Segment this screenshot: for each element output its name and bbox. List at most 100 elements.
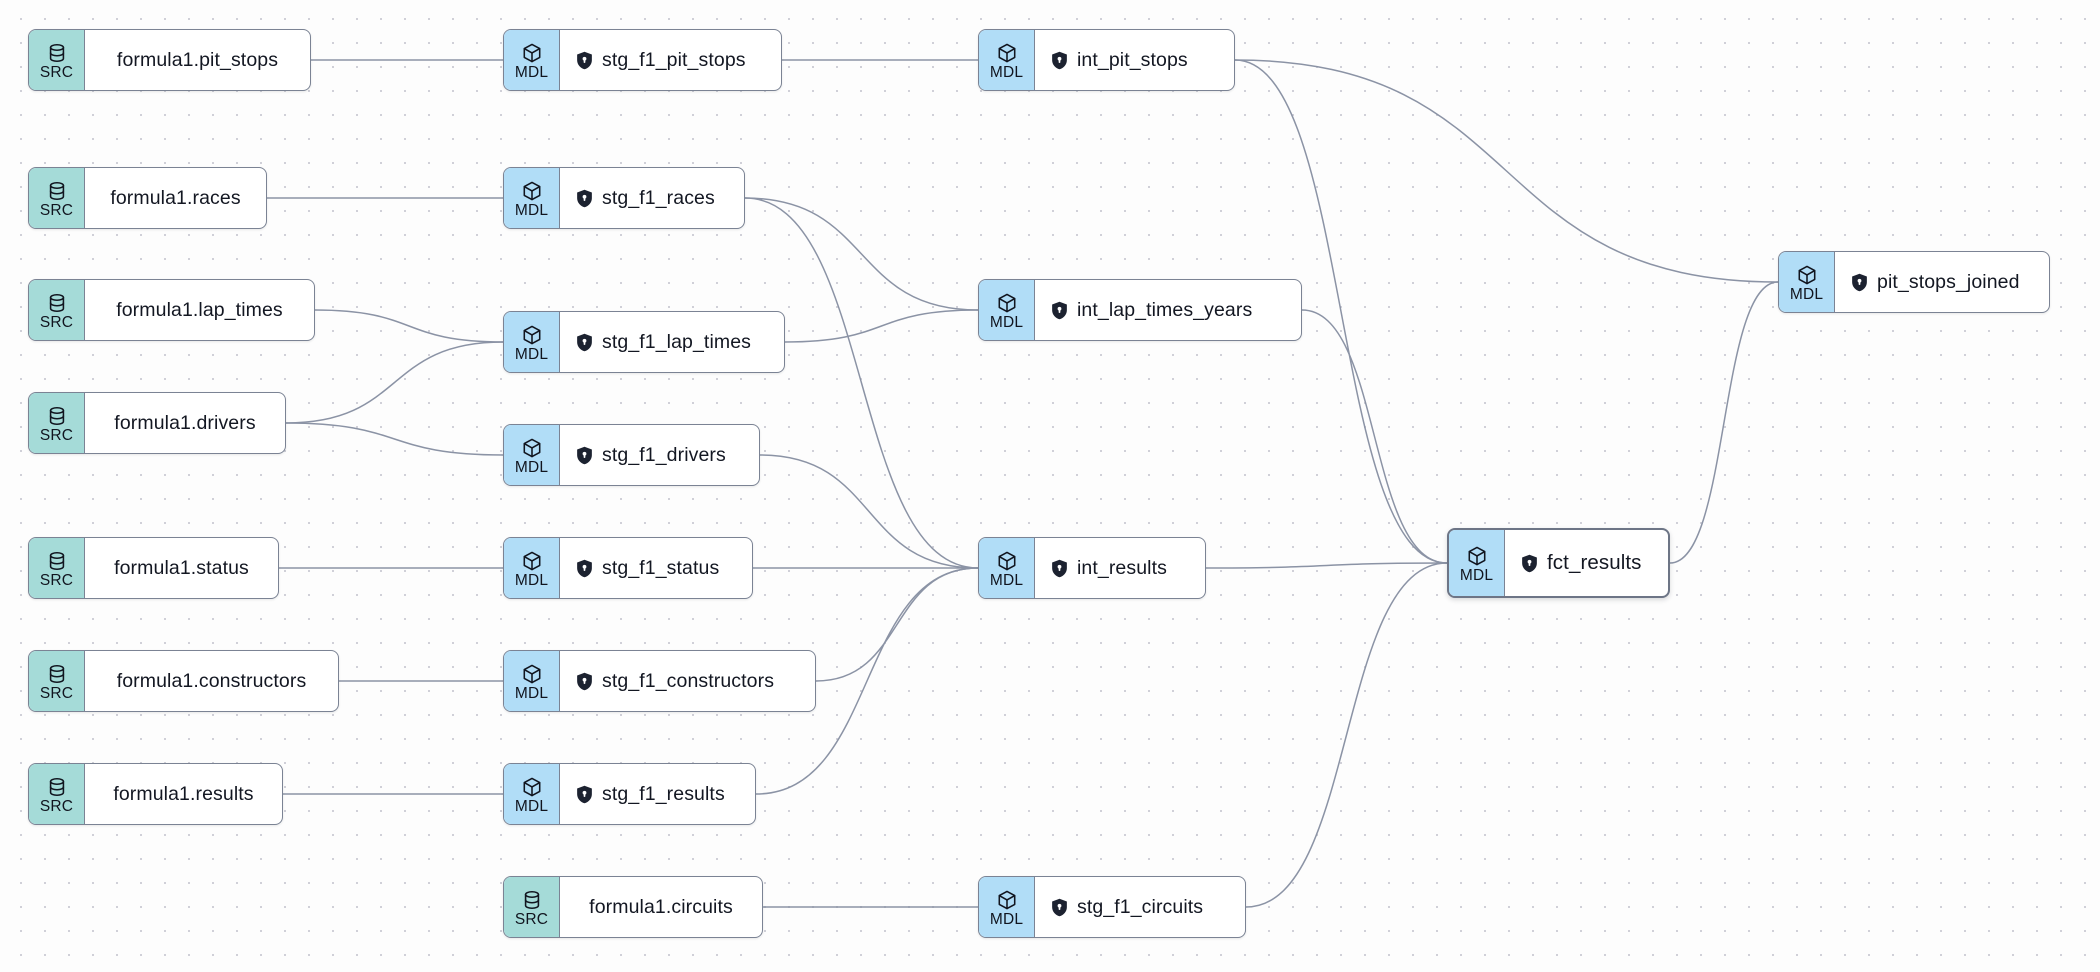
shield-lock-icon <box>576 559 593 578</box>
node-badge-model: MDL <box>504 30 560 90</box>
node-label: stg_f1_results <box>602 782 725 805</box>
node-body: stg_f1_lap_times <box>560 312 784 372</box>
node-badge-label: MDL <box>989 572 1024 590</box>
graph-edge-int_results-to-fct_results <box>1205 562 1448 569</box>
cube-icon <box>521 776 543 798</box>
node-body: fct_results <box>1505 530 1668 596</box>
node-badge-model: MDL <box>504 168 560 228</box>
node-badge-label: MDL <box>514 64 549 82</box>
node-body: formula1.pit_stops <box>85 30 310 90</box>
node-label: formula1.status <box>114 556 249 579</box>
database-icon <box>46 292 68 314</box>
graph-edge-stg_races-to-int_results <box>744 197 979 569</box>
node-badge-label: MDL <box>514 798 549 816</box>
node-badge-model: MDL <box>979 280 1035 340</box>
node-badge-label: MDL <box>989 911 1024 929</box>
node-body: formula1.drivers <box>85 393 285 453</box>
node-label: formula1.results <box>113 782 254 805</box>
graph-edge-stg_circuits-to-fct_results <box>1245 562 1448 908</box>
database-icon <box>46 405 68 427</box>
graph-node-stg_results[interactable]: MDL stg_f1_results <box>503 763 756 825</box>
graph-edge-stg_constructors-to-int_results <box>815 567 979 682</box>
cube-icon <box>521 42 543 64</box>
node-badge-model: MDL <box>504 651 560 711</box>
shield-lock-icon <box>1051 898 1068 917</box>
shield-lock-icon <box>1521 554 1538 573</box>
graph-edge-src_drivers-to-stg_drivers <box>285 422 504 456</box>
node-body: stg_f1_constructors <box>560 651 815 711</box>
node-body: formula1.circuits <box>560 877 762 937</box>
graph-node-stg_drivers[interactable]: MDL stg_f1_drivers <box>503 424 760 486</box>
graph-node-stg_races[interactable]: MDL stg_f1_races <box>503 167 745 229</box>
graph-node-stg_pit_stops[interactable]: MDL stg_f1_pit_stops <box>503 29 782 91</box>
node-body: formula1.constructors <box>85 651 338 711</box>
graph-node-fct_results[interactable]: MDL fct_results <box>1447 528 1670 598</box>
node-body: formula1.lap_times <box>85 280 314 340</box>
node-label: int_results <box>1077 556 1167 579</box>
shield-lock-icon <box>1051 559 1068 578</box>
shield-lock-icon <box>576 51 593 70</box>
node-badge-label: MDL <box>514 685 549 703</box>
node-label: stg_f1_drivers <box>602 443 726 466</box>
shield-lock-icon <box>576 446 593 465</box>
cube-icon <box>996 889 1018 911</box>
node-label: int_pit_stops <box>1077 48 1188 71</box>
shield-lock-icon <box>576 189 593 208</box>
node-body: stg_f1_drivers <box>560 425 759 485</box>
node-badge-source: SRC <box>29 538 85 598</box>
node-badge-source: SRC <box>29 651 85 711</box>
node-body: stg_f1_pit_stops <box>560 30 781 90</box>
graph-edge-stg_drivers-to-int_results <box>759 454 979 569</box>
node-label: stg_f1_pit_stops <box>602 48 746 71</box>
node-badge-label: MDL <box>514 459 549 477</box>
shield-lock-icon <box>576 785 593 804</box>
node-badge-label: SRC <box>39 798 74 816</box>
node-label: pit_stops_joined <box>1877 270 2020 293</box>
node-badge-source: SRC <box>29 30 85 90</box>
graph-node-src_results[interactable]: SRC formula1.results <box>28 763 283 825</box>
node-badge-label: SRC <box>39 314 74 332</box>
node-badge-label: MDL <box>1459 567 1494 585</box>
graph-node-stg_lap_times[interactable]: MDL stg_f1_lap_times <box>503 311 785 373</box>
database-icon <box>46 550 68 572</box>
cube-icon <box>521 180 543 202</box>
node-label: formula1.circuits <box>589 895 733 918</box>
node-badge-label: SRC <box>39 202 74 220</box>
node-badge-label: MDL <box>514 346 549 364</box>
node-label: stg_f1_constructors <box>602 669 775 692</box>
node-label: stg_f1_status <box>602 556 720 579</box>
node-body: stg_f1_results <box>560 764 755 824</box>
graph-node-int_pit_stops[interactable]: MDL int_pit_stops <box>978 29 1235 91</box>
node-badge-model: MDL <box>979 30 1035 90</box>
graph-node-int_results[interactable]: MDL int_results <box>978 537 1206 599</box>
cube-icon <box>521 663 543 685</box>
node-badge-source: SRC <box>29 168 85 228</box>
node-badge-label: MDL <box>989 64 1024 82</box>
cube-icon <box>996 292 1018 314</box>
node-body: stg_f1_races <box>560 168 744 228</box>
node-badge-label: MDL <box>514 202 549 220</box>
node-badge-label: SRC <box>39 572 74 590</box>
graph-node-src_lap_times[interactable]: SRC formula1.lap_times <box>28 279 315 341</box>
graph-node-src_status[interactable]: SRC formula1.status <box>28 537 279 599</box>
node-body: formula1.races <box>85 168 266 228</box>
graph-node-src_races[interactable]: SRC formula1.races <box>28 167 267 229</box>
node-badge-source: SRC <box>29 764 85 824</box>
node-body: formula1.results <box>85 764 282 824</box>
graph-edge-int_pit_stops-to-pit_stops_joined <box>1234 59 1779 283</box>
cube-icon <box>521 550 543 572</box>
graph-node-stg_constructors[interactable]: MDL stg_f1_constructors <box>503 650 816 712</box>
graph-edge-stg_races-to-int_lap_times <box>744 197 979 311</box>
node-badge-model: MDL <box>504 312 560 372</box>
database-icon <box>521 889 543 911</box>
